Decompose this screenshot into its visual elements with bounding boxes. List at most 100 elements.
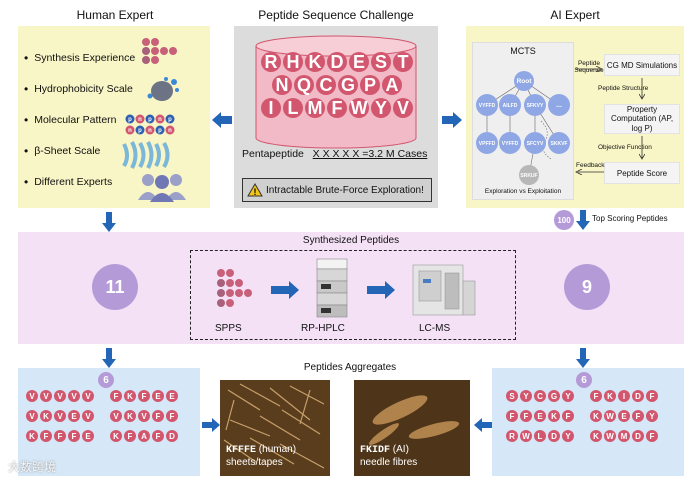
synthesis-workflow-box: SPPS RP-HPLC LC-MS [190,250,516,340]
human-image-desc: sheets/tapes [226,457,283,468]
residue: F [646,390,658,402]
residue-letter: S [371,52,391,72]
challenge-title: Peptide Sequence Challenge [258,8,414,22]
human-count-badge: 11 [92,264,138,310]
residue: L [534,430,546,442]
human-expert-title: Human Expert [76,8,154,22]
arrow-right-icon [271,281,299,299]
residue: F [590,390,602,402]
residue-letter: C [316,75,336,95]
hplc-instrument-icon [316,258,348,318]
svg-text:p: p [158,128,162,134]
arrow-to-md-icon [576,66,603,72]
ai-count-badge: 9 [564,264,610,310]
top-count-badge: 100 [554,210,574,230]
svg-text:p: p [138,128,142,134]
arrow-down-icon [102,212,116,232]
residue: F [40,430,52,442]
residue: D [632,430,644,442]
human-item: Synthesis Experience [24,42,135,73]
mcts-panel: MCTS Root VYFFD AILFD SFKVY ... VPFFD [472,42,574,200]
residue: E [618,410,630,422]
residue: F [68,430,80,442]
synthesized-panel: Synthesized Peptides 11 9 SPPS RP-HPLC [18,232,684,344]
svg-text:n: n [168,128,172,134]
human-expert-list: Synthesis Experience Hydrophobicity Scal… [24,42,135,197]
residue: G [548,390,560,402]
residue: V [40,390,52,402]
svg-text:p: p [128,117,132,123]
human-image-code: KFFFE [226,445,257,456]
human-item: β-Sheet Scale [24,135,135,166]
residue: W [604,430,616,442]
residue: K [590,410,602,422]
ai-image-tag: (AI) [392,444,409,455]
arrow-down-icon [102,348,116,368]
residue: F [506,410,518,422]
residue: E [534,410,546,422]
residue: M [618,430,630,442]
residue: V [82,410,94,422]
residue: K [40,410,52,422]
residue: K [548,410,560,422]
residue: F [520,410,532,422]
cg-md-box: CG MD Simulations [604,54,680,76]
residue: V [26,410,38,422]
residue-letter: K [305,52,325,72]
arrow-down-icon [639,136,645,160]
svg-text:n: n [158,117,162,123]
tree-node-label: VYFFD [479,103,496,109]
exploration-label: Exploration vs Exploitation [484,188,562,195]
residue: V [26,390,38,402]
residue-letter: D [327,52,347,72]
tree-node-label: SFKVY [527,103,544,109]
hplc-label: RP-HPLC [301,323,345,334]
residue: K [124,410,136,422]
feedback-label: Feedback [576,162,605,169]
needle-fibres-image [354,380,470,476]
human-image-tag: (human) [258,444,297,455]
residue-letter: I [261,98,281,118]
residue-grid: R H K D E S T N Q C G P A I L M F W Y V [260,52,414,118]
ai-expert-title: AI Expert [550,8,600,22]
residue-letter: Y [371,98,391,118]
arrow-right-icon [202,418,220,432]
mcts-tree: Root VYFFD AILFD SFKVY ... VPFFD VYFFD S… [476,71,570,185]
ai-image-caption: FKIDF (AI) needle fibres [360,444,417,469]
residue: F [632,410,644,422]
objective-function-label: Objective Function [598,144,652,151]
peptide-score-box: Peptide Score [604,162,680,184]
ai-aggregate-count: 6 [576,372,592,388]
svg-text:n: n [128,128,132,134]
peptide-sequence-label: Peptide Sequence [574,60,604,75]
residue: F [110,390,122,402]
feedback-arrow-icon [575,169,604,175]
residue-letter: N [272,75,292,95]
svg-text:n: n [148,128,152,134]
residue: F [152,430,164,442]
residue: I [618,390,630,402]
residue: F [138,390,150,402]
residue: E [68,410,80,422]
peptide-structure-label: Peptide Structure [598,85,649,92]
tree-node-label: SRKUF [520,173,537,179]
residue: K [110,430,122,442]
residue: C [534,390,546,402]
ai-image-desc: needle fibres [360,457,418,468]
tree-node-label: SKKVF [551,141,568,147]
warning-box: ! Intractable Brute-Force Exploration! [242,178,432,202]
residue: Y [646,410,658,422]
residue: Y [562,390,574,402]
svg-text:!: ! [254,187,257,197]
pentapeptide-line: Pentapeptide X X X X X =3.2 M Cases [242,148,427,160]
